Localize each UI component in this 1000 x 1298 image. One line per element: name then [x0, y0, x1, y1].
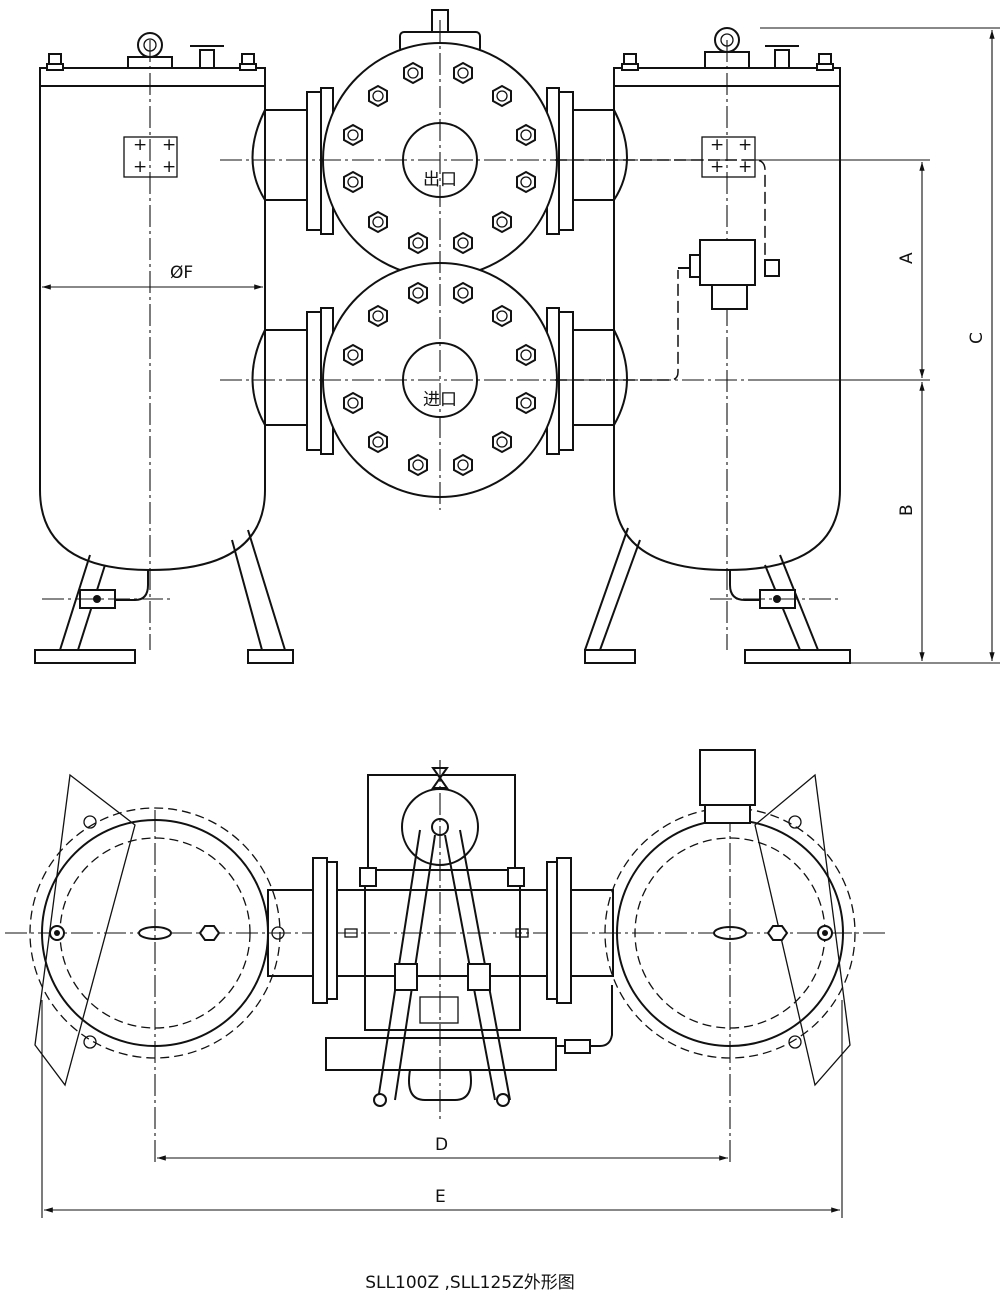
- right-filter-housing: + + + +: [584, 27, 851, 664]
- valve-body-plan: [267, 749, 756, 1120]
- differential-pressure-switch: [699, 239, 756, 286]
- svg-text:+: +: [738, 157, 752, 177]
- dim-f-label: ØF: [170, 263, 193, 283]
- right-vent-valve: [774, 49, 790, 69]
- changeover-valve-body: 出口 进口: [220, 9, 930, 510]
- dim-e-label: E: [435, 1187, 446, 1207]
- left-housing-plan: [29, 773, 285, 1165]
- left-filter-housing: + + + +: [34, 32, 294, 664]
- dim-d-label: D: [435, 1135, 448, 1155]
- dim-b-label: B: [897, 504, 917, 516]
- plan-dimensions: D E: [41, 1000, 843, 1218]
- left-cover-flange: [39, 67, 266, 87]
- crossbar: [325, 1037, 557, 1071]
- svg-text:+: +: [162, 135, 176, 155]
- pressure-switch-plan: [699, 749, 756, 806]
- right-nameplate: [701, 136, 756, 178]
- right-housing-plan: [604, 773, 856, 1165]
- left-shell: [39, 86, 266, 572]
- svg-text:+: +: [710, 157, 724, 177]
- front-elevation: + + + + +: [34, 9, 1000, 664]
- inlet-label: 进口: [423, 390, 457, 410]
- svg-text:+: +: [710, 135, 724, 155]
- svg-text:+: +: [162, 157, 176, 177]
- svg-text:+: +: [133, 135, 147, 155]
- plan-view: D E: [5, 749, 885, 1218]
- left-vent-valve: [199, 49, 215, 69]
- front-dimensions: ØF A B C: [42, 27, 1000, 664]
- dim-a-label: A: [897, 252, 917, 264]
- svg-text:+: +: [133, 157, 147, 177]
- outlet-label: 出口: [423, 170, 457, 190]
- dim-c-label: C: [967, 332, 987, 344]
- svg-text:+: +: [738, 135, 752, 155]
- drawing-caption: SLL100Z ,SLL125Z外形图: [365, 1273, 574, 1293]
- pressure-sensing-line: [555, 159, 780, 381]
